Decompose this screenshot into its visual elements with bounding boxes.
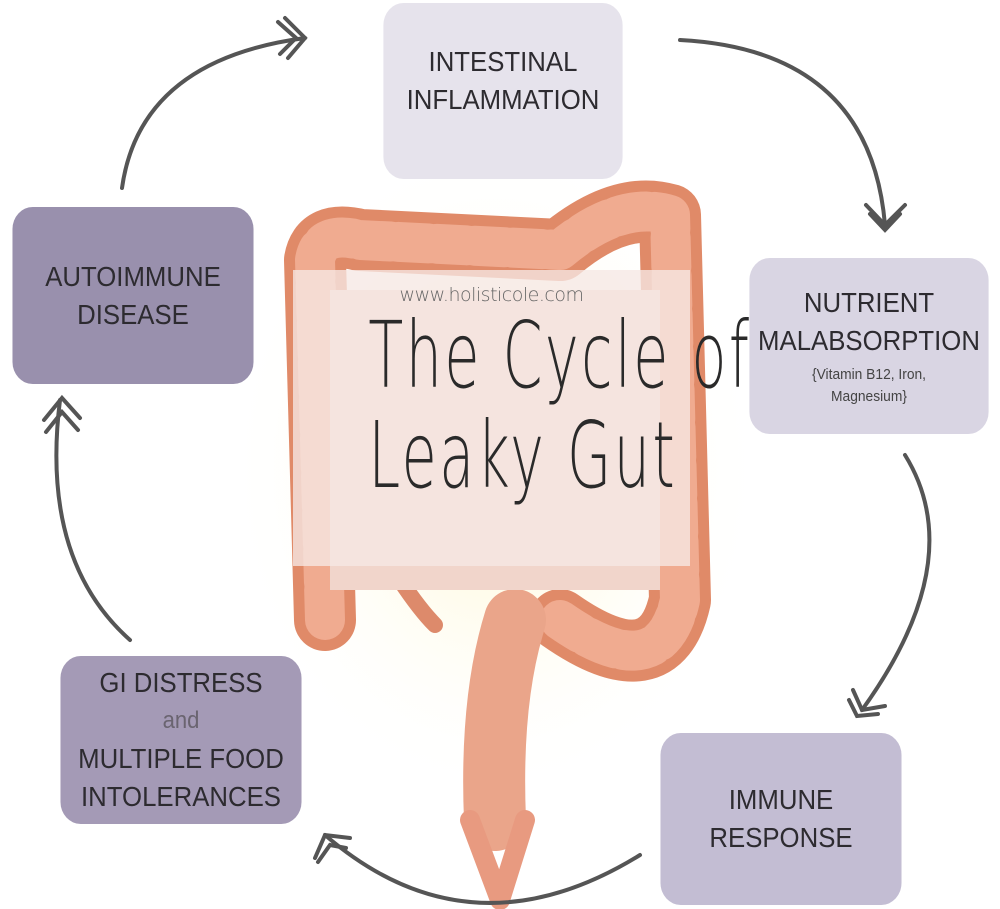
step-note: {Vitamin B12, Iron, [811,366,927,383]
step-immune-response: IMMUNE RESPONSE [660,733,902,905]
arrow-head-icon [847,688,887,719]
website-url: www.holisticole.com [399,284,584,306]
step-label: INFLAMMATION [406,84,600,115]
step-label: INTOLERANCES [81,781,281,812]
arrow-autoimmune-to-inflammation [120,36,307,190]
step-note: Magnesium} [831,388,907,405]
arrow-head-icon [864,203,907,233]
step-label: RESPONSE [709,822,853,853]
step-label: NUTRIENT [803,287,935,318]
arrow-head-icon [42,394,82,434]
arrow-head-icon [313,832,352,864]
arrow-inflammation-to-malabsorption [678,38,887,227]
step-intestinal-inflammation: INTESTINAL INFLAMMATION [383,3,623,179]
arrow-malabsorption-to-immune [860,453,932,712]
step-label: DISEASE [77,298,189,330]
step-label: AUTOIMMUNE [45,260,221,292]
arrow-gi-to-autoimmune [54,398,132,642]
step-label: IMMUNE [728,784,834,815]
title-panel: www.holisticole.com The Cycle of Leaky G… [293,270,749,566]
step-nutrient-malabsorption: NUTRIENT MALABSORPTION {Vitamin B12, Iro… [749,258,989,434]
arrow-immune-to-gi [323,833,642,905]
step-connector: and [162,707,200,734]
step-label: MULTIPLE FOOD [78,743,284,774]
step-label: GI DISTRESS [99,667,263,698]
arrow-head-icon [276,16,308,60]
step-label: INTESTINAL [428,46,578,77]
step-gi-distress: GI DISTRESS and MULTIPLE FOOD INTOLERANC… [60,656,302,824]
step-autoimmune-disease: AUTOIMMUNE DISEASE [12,207,254,384]
step-label: MALABSORPTION [758,325,980,356]
